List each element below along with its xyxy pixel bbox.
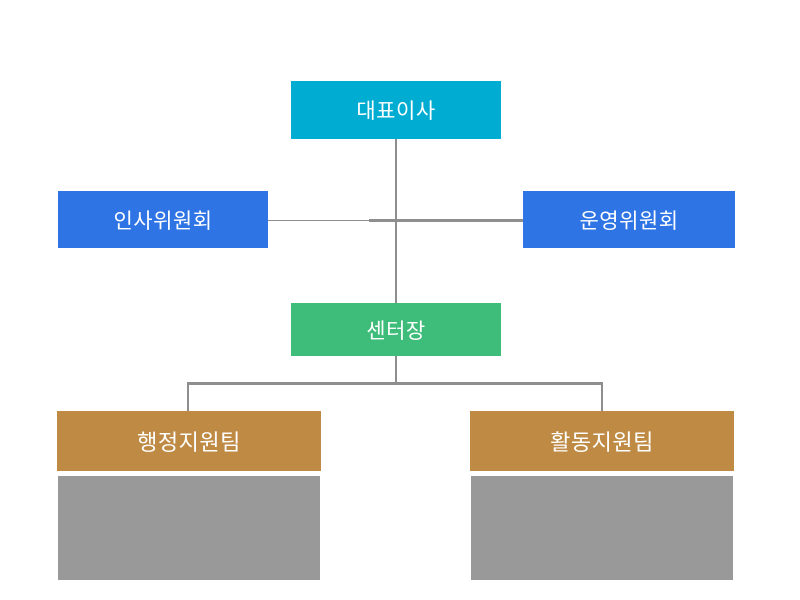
placeholder-box-activity-team	[471, 476, 733, 580]
node-ceo-label: 대표이사	[356, 100, 436, 123]
connector-drop-to-admin-team	[187, 385, 189, 411]
node-hr-committee-label: 인사위원회	[113, 209, 213, 233]
node-center-head-label: 센터장	[366, 319, 426, 343]
node-center-head: 센터장	[291, 303, 501, 356]
connector-drop-to-activity-team	[601, 385, 603, 411]
node-ops-committee-label: 운영위원회	[579, 209, 679, 233]
connector-ops-committee-to-trunk	[369, 219, 523, 222]
node-activity-team: 활동지원팀	[470, 411, 734, 471]
connector-hr-committee-to-trunk	[268, 220, 369, 221]
placeholder-box-admin-team	[58, 476, 320, 580]
node-ops-committee: 운영위원회	[523, 191, 735, 248]
connector-center-to-branch-trunk	[395, 356, 397, 383]
connector-branch-horizontal	[187, 382, 603, 385]
node-hr-committee: 인사위원회	[58, 191, 268, 248]
node-admin-team: 행정지원팀	[57, 411, 321, 471]
node-ceo: 대표이사	[291, 81, 501, 139]
node-admin-team-label: 행정지원팀	[137, 430, 241, 455]
node-activity-team-label: 활동지원팀	[550, 430, 654, 455]
